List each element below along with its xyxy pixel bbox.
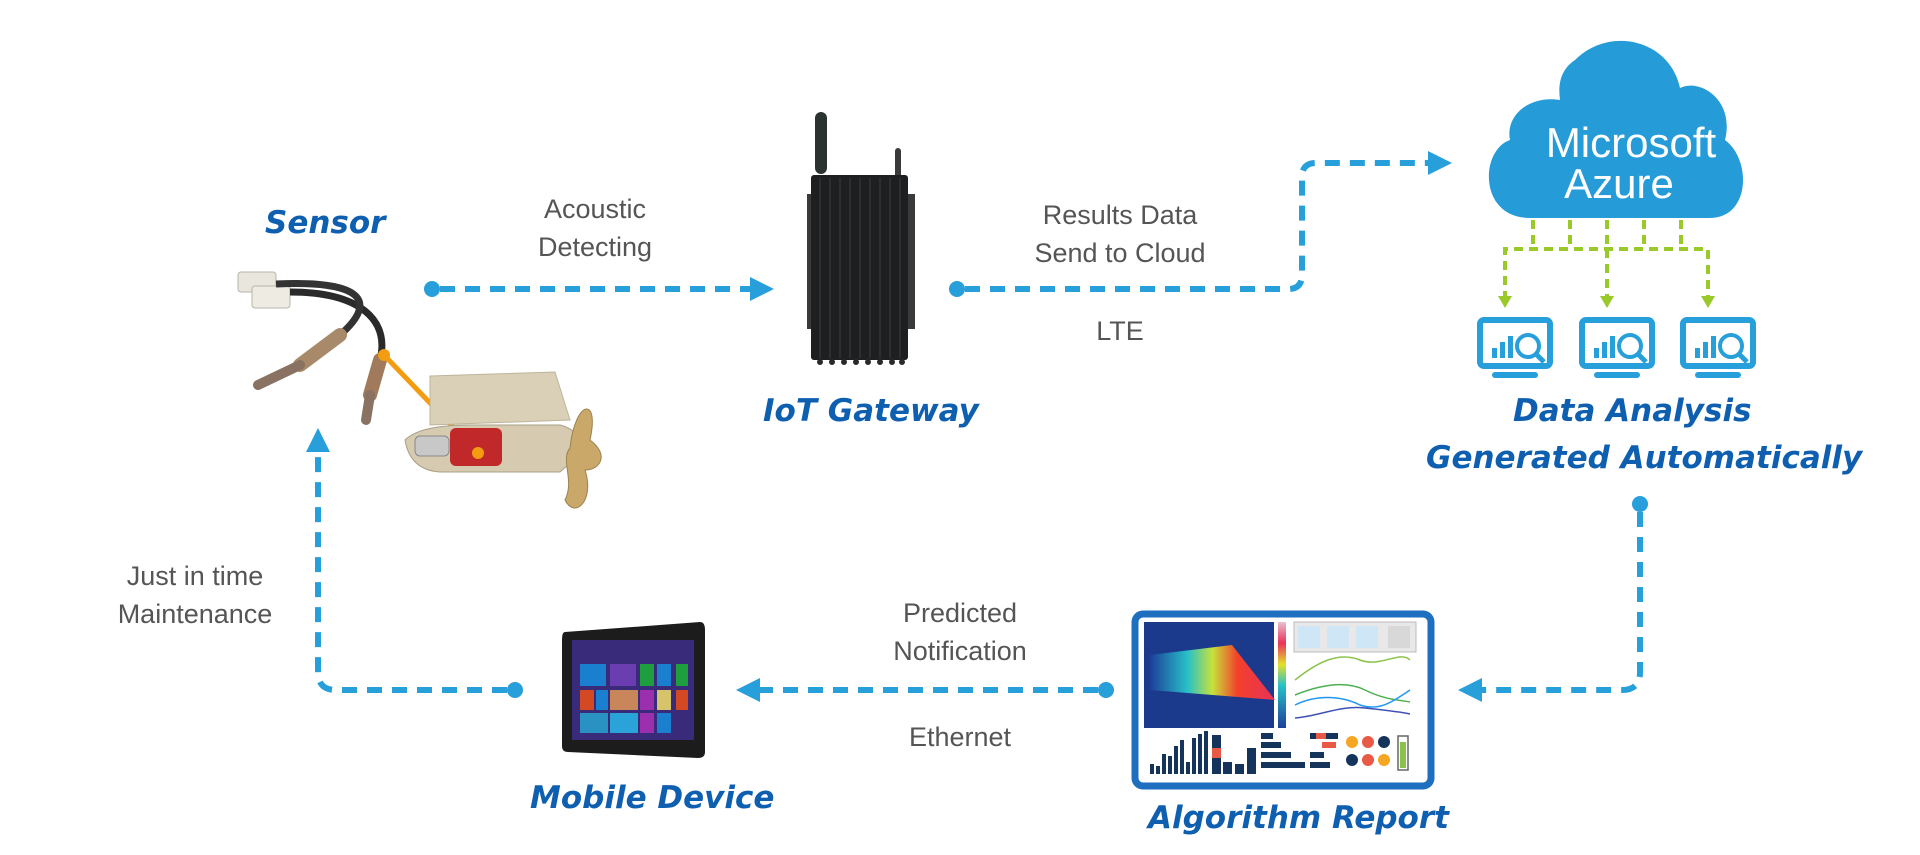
edge-start-dot — [1098, 682, 1114, 698]
edge-mobile-to-sensor — [306, 428, 523, 698]
dashed-arrow — [306, 428, 507, 693]
mobile-device-image — [562, 622, 705, 758]
report-title: Algorithm Report — [1148, 800, 1449, 836]
edge-gateway-to-cloud — [949, 151, 1452, 297]
gateway-title: IoT Gateway — [763, 393, 979, 429]
edge-sensor-to-gateway — [424, 277, 774, 301]
cloud-branch-arrowheads — [1498, 296, 1715, 308]
edge-protocol-lte: LTE — [1096, 316, 1144, 346]
edge-label-sensor-gateway: Acoustic Detecting — [500, 190, 690, 266]
edge-protocol-ethernet: Ethernet — [908, 722, 1012, 752]
edge-label-line2: Send to Cloud — [1034, 238, 1206, 268]
azure-cloud-icon — [1488, 40, 1744, 218]
analysis-title-line2: Generated Automatically — [1426, 440, 1863, 476]
cloud-line2: Azure — [1564, 160, 1674, 207]
edge-analysis-to-report — [1458, 496, 1648, 702]
edge-start-dot — [1632, 496, 1648, 512]
gateway-image — [807, 112, 915, 365]
edge-label-line2: Notification — [893, 636, 1027, 666]
edge-label-line1: Predicted — [902, 598, 1018, 628]
analytics-monitor-icon — [1579, 317, 1655, 378]
dashed-arrow — [965, 151, 1452, 292]
edge-label-line1: Just in time — [126, 561, 264, 591]
edge-label-line2: Maintenance — [117, 599, 273, 629]
cloud-branch-lines — [1503, 220, 1710, 300]
edge-label-line2: Detecting — [537, 232, 653, 262]
edge-label-line1: Acoustic — [543, 194, 647, 224]
sensor-image — [237, 271, 602, 509]
mobile-title: Mobile Device — [530, 780, 775, 816]
edge-start-dot — [949, 281, 965, 297]
analytics-monitor-icon — [1477, 317, 1553, 378]
analysis-monitor-icons — [1477, 317, 1756, 378]
analysis-title-line1: Data Analysis — [1513, 393, 1752, 429]
edge-label-report-mobile: Predicted Notification — [860, 594, 1060, 670]
sensor-title: Sensor — [265, 205, 386, 241]
edge-report-to-mobile — [736, 678, 1114, 702]
edge-label-gateway-cloud: Results Data Send to Cloud — [1010, 196, 1230, 272]
cloud-line1: Microsoft — [1546, 119, 1717, 166]
analytics-monitor-icon — [1680, 317, 1756, 378]
algorithm-report-image — [1131, 610, 1435, 790]
dashed-arrow — [1458, 512, 1643, 702]
edge-label-mobile-sensor: Just in time Maintenance — [95, 557, 295, 633]
edge-start-dot — [424, 281, 440, 297]
edge-start-dot — [507, 682, 523, 698]
edge-label-line1: Results Data — [1042, 200, 1198, 230]
